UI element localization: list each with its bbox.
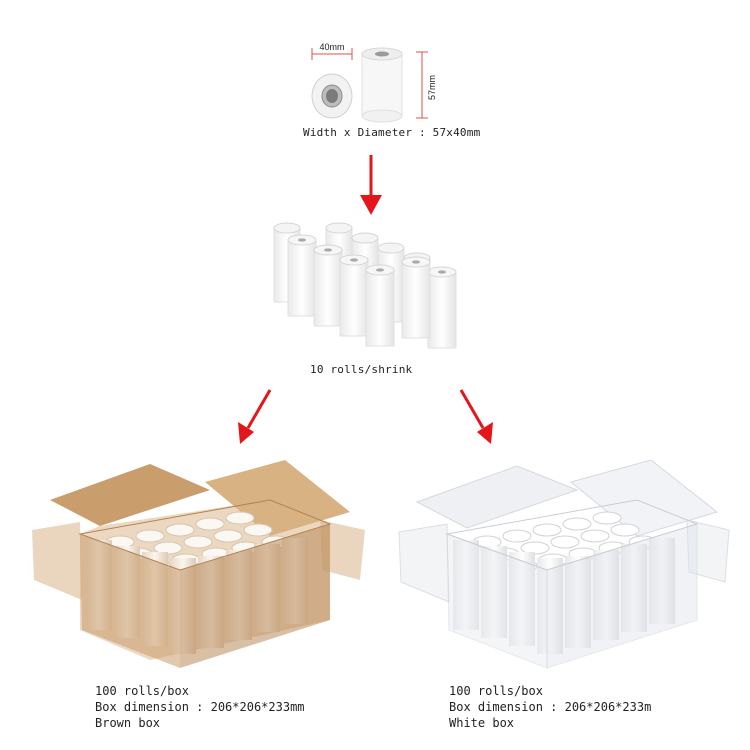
brown-box-type: Brown box [95, 716, 161, 730]
white-box-figure [395, 459, 730, 670]
white-box-info: 100 rolls/box Box dimension : 206*206*23… [449, 683, 651, 731]
brown-box-figure [30, 460, 365, 670]
width-dimension-label: 40mm [319, 42, 344, 52]
height-dimension-label: 57mm [427, 75, 437, 100]
shrink-pack-caption: 10 rolls/shrink [310, 363, 413, 376]
arrow-down-right-icon [455, 386, 495, 450]
shrink-pack-figure [268, 216, 468, 356]
arrow-down-left-icon [236, 386, 276, 450]
arrow-down-icon [360, 155, 382, 221]
white-box-dimension: Box dimension : 206*206*233m [449, 700, 652, 714]
single-roll-figure: 40mm 57mm [300, 38, 460, 128]
brown-box-info: 100 rolls/box Box dimension : 206*206*23… [95, 683, 305, 731]
white-box-type: White box [449, 716, 515, 730]
brown-box-quantity: 100 rolls/box [95, 684, 189, 698]
single-roll-caption: Width x Diameter : 57x40mm [303, 126, 481, 139]
white-box-quantity: 100 rolls/box [449, 684, 543, 698]
brown-box-dimension: Box dimension : 206*206*233mm [95, 700, 305, 714]
